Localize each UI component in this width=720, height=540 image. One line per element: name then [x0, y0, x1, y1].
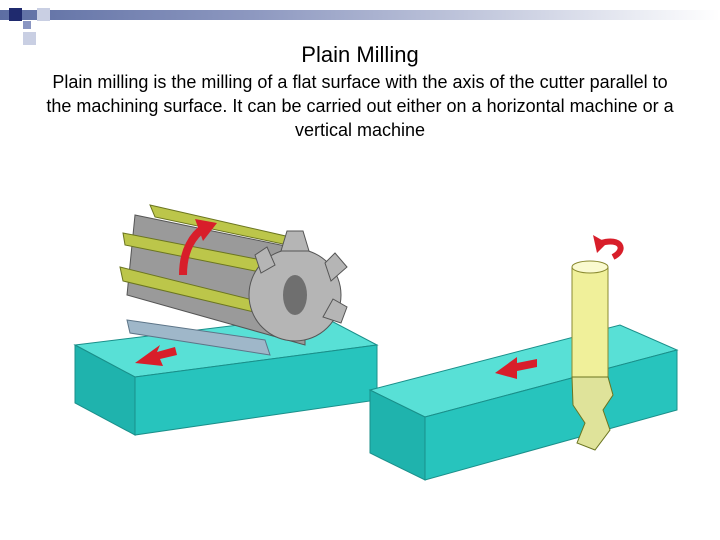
left-feed-arrow [135, 345, 177, 366]
horizontal-milling-panel [73, 204, 379, 436]
corner-square-small [23, 21, 31, 29]
milling-illustration [73, 204, 679, 481]
corner-square-light [37, 8, 50, 21]
corner-square-dark [9, 8, 22, 21]
corner-square-lower [23, 32, 36, 45]
header-gradient-bar [0, 10, 720, 20]
left-milled-groove [126, 319, 271, 356]
end-mill-top [571, 260, 609, 274]
cutter-end-gear [248, 230, 348, 342]
end-mill-flutes [571, 376, 614, 451]
slide-body-text: Plain milling is the milling of a flat s… [46, 72, 674, 140]
cutter-rotation-arrowhead [195, 219, 217, 241]
right-feed-arrow [495, 357, 537, 379]
end-mill-shank [571, 266, 609, 378]
end-mill-rotation-arrow [600, 238, 624, 260]
end-mill-rotation-arrowhead [593, 235, 607, 253]
vertical-milling-panel [368, 235, 679, 481]
slide-title: Plain Milling [301, 42, 419, 67]
